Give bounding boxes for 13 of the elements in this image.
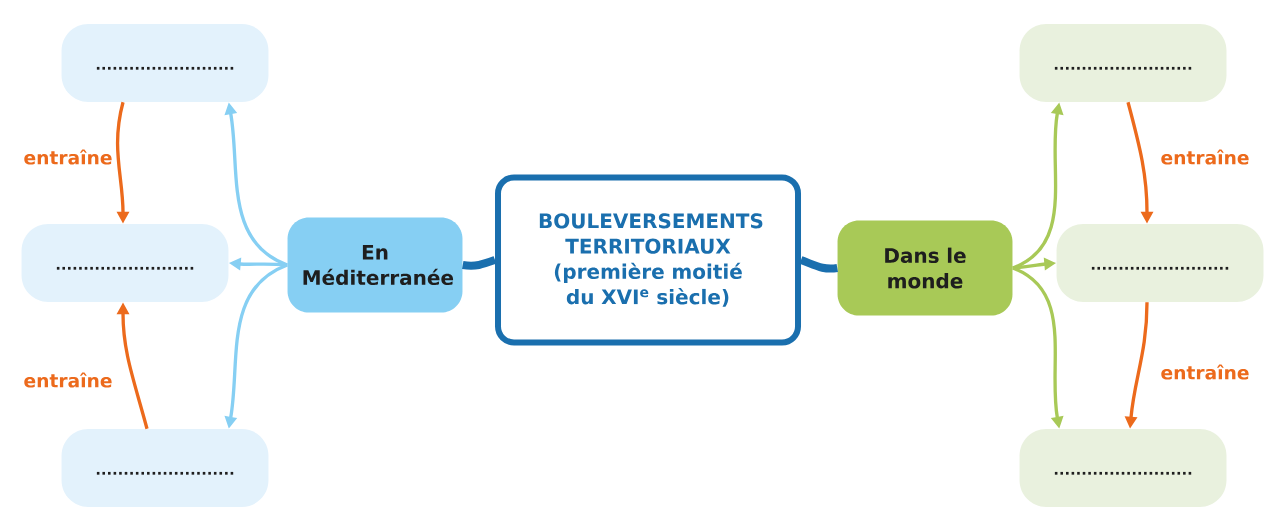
category-box: Dans le monde	[837, 220, 1013, 316]
answer-box: .........................	[1056, 224, 1264, 302]
answer-box: .........................	[61, 429, 269, 507]
answer-box: .........................	[1019, 429, 1227, 507]
category-box: En Méditerranée	[287, 217, 463, 313]
edge-label: entraîne	[1159, 363, 1251, 381]
answer-box: .........................	[1019, 24, 1227, 102]
main-topic-box: BOULEVERSEMENTS TERRITORIAUX (première moitié du XVI$^{e}$ siècle)	[495, 174, 801, 346]
edge-label: entraîne	[1159, 148, 1251, 166]
edge-label: entraîne	[22, 148, 114, 166]
edge-label: entraîne	[22, 371, 114, 389]
answer-box: .........................	[61, 24, 269, 102]
answer-box: .........................	[21, 224, 229, 302]
